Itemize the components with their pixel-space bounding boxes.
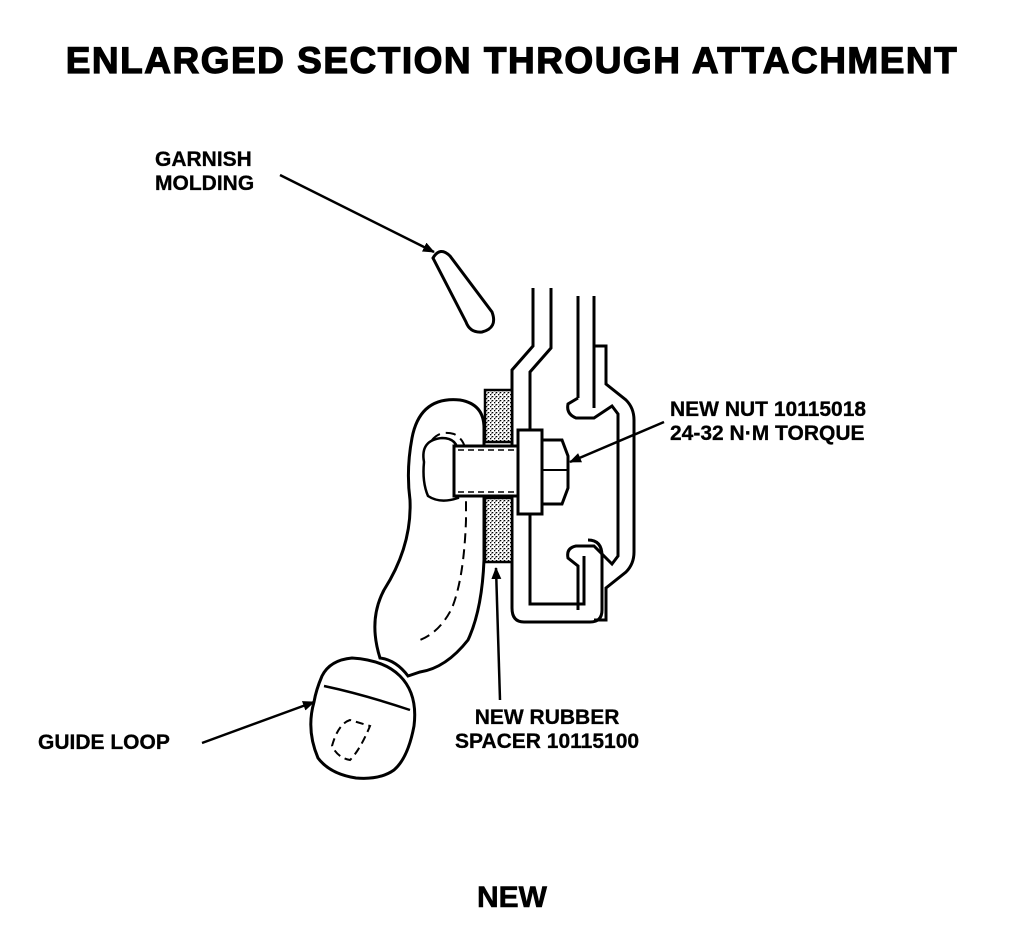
leader-guide-loop <box>201 700 315 745</box>
nut-part <box>540 438 570 506</box>
label-new-nut: NEW NUT 10115018 24-32 N·M TORQUE <box>670 398 867 445</box>
garnish-molding-part <box>431 250 496 334</box>
label-guide-loop: GUIDE LOOP <box>38 731 170 754</box>
washer <box>516 428 544 516</box>
diagram-title: ENLARGED SECTION THROUGH ATTACHMENT <box>65 40 959 81</box>
label-new-rubber-spacer: NEW RUBBER SPACER 10115100 <box>455 706 640 753</box>
label-garnish-molding: GARNISH MOLDING <box>155 148 255 195</box>
diagram-footer-new: NEW <box>477 881 548 914</box>
leader-rubber-spacer <box>491 567 502 701</box>
bolt-assembly <box>452 428 570 516</box>
leader-lines <box>201 173 665 745</box>
inner-channel <box>566 296 636 622</box>
leader-garnish-molding <box>279 173 435 254</box>
leader-new-nut <box>569 420 665 464</box>
